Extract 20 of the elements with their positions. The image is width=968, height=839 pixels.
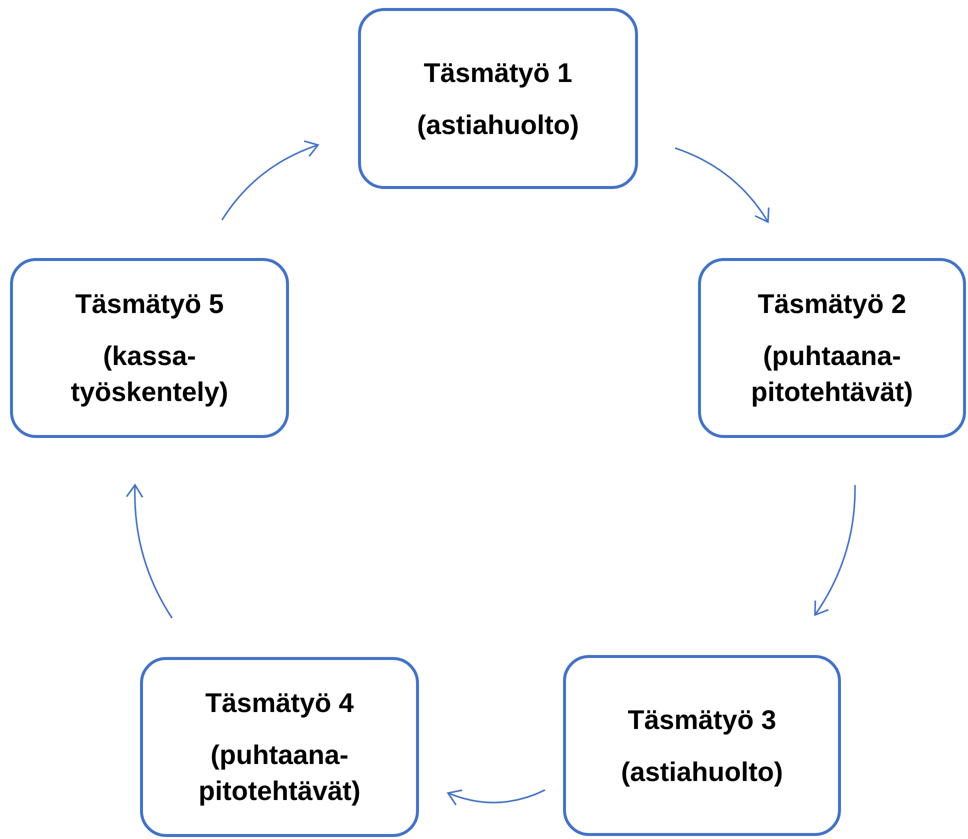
process-box [140,657,419,837]
task-title: Täsmätyö 3 [628,704,776,737]
task-description: (puhtaana- pitotehtävät) [198,739,362,808]
curved-arrow [221,140,319,220]
process-box [10,258,289,438]
process-box [358,8,638,189]
curved-arrow [126,484,173,618]
curved-arrow [674,147,770,223]
task-description: (astiahuolto) [621,756,783,789]
curved-arrow [814,485,856,616]
task-description: (puhtaana- pitotehtävät) [750,340,914,409]
curved-arrow [447,788,546,806]
process-box [563,655,841,836]
task-title: Täsmätyö 5 [75,288,224,321]
task-title: Täsmätyö 1 [424,56,572,90]
task-title: Täsmätyö 2 [758,288,906,321]
task-description: (kassa- työskentely) [70,340,230,409]
process-box [698,258,966,438]
task-description: (astiahuolto) [417,108,579,142]
task-title: Täsmätyö 4 [205,687,354,720]
